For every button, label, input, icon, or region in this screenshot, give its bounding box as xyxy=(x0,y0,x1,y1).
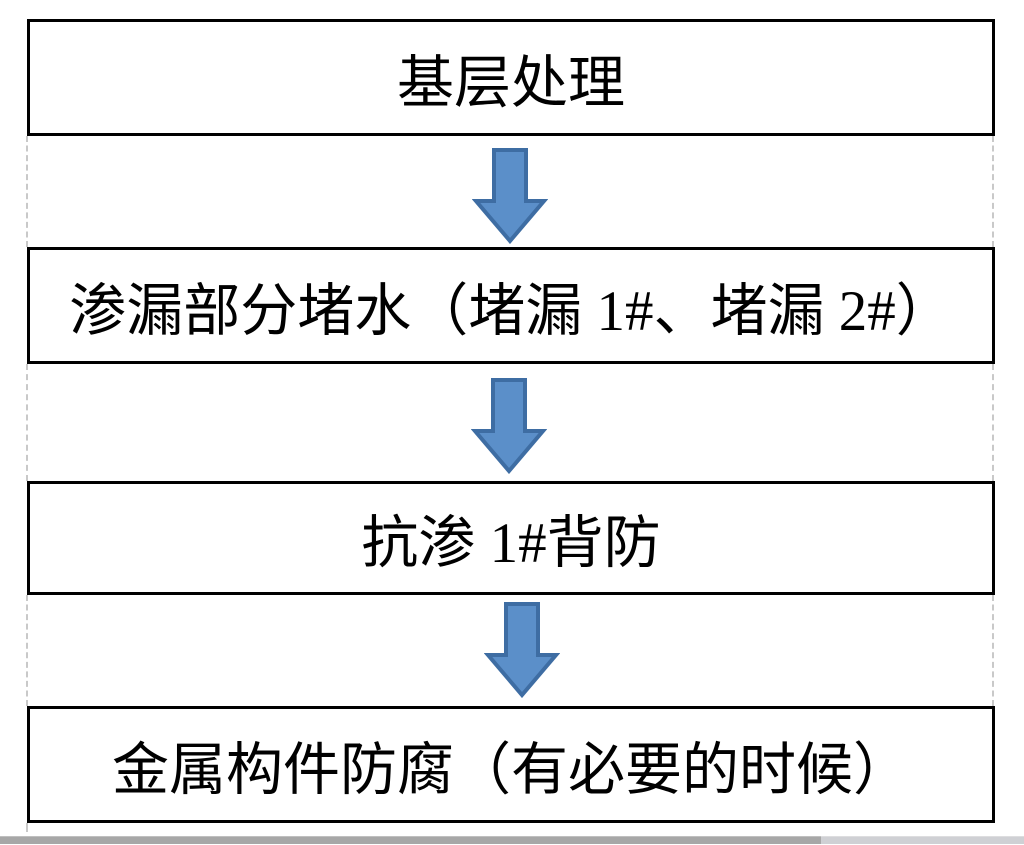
dashed-guide-left-3 xyxy=(26,595,28,706)
dashed-guide-left-4 xyxy=(26,823,28,832)
dashed-guide-left-2 xyxy=(26,364,28,481)
flow-step-1-label: 基层处理 xyxy=(397,51,625,115)
dashed-guide-right-1 xyxy=(992,136,994,247)
flow-step-2-label: 渗漏部分堵水（堵漏 1#、堵漏 2#） xyxy=(69,279,953,343)
down-arrow-icon xyxy=(471,378,547,474)
down-arrow-shape xyxy=(471,378,547,474)
scrollbar-track[interactable] xyxy=(821,836,1024,844)
flow-step-3-label: 抗渗 1#背防 xyxy=(361,512,661,575)
flow-step-4-label: 金属构件防腐（有必要的时候） xyxy=(112,738,910,802)
flow-step-4: 金属构件防腐（有必要的时候） xyxy=(27,706,995,823)
dashed-guide-left-1 xyxy=(26,136,28,247)
down-arrow-icon xyxy=(472,148,548,244)
scrollbar-thumb[interactable] xyxy=(0,836,821,844)
flow-step-2: 渗漏部分堵水（堵漏 1#、堵漏 2#） xyxy=(27,247,995,364)
flow-step-1: 基层处理 xyxy=(27,19,995,136)
dashed-guide-right-2 xyxy=(992,364,994,481)
dashed-guide-right-3 xyxy=(992,595,994,706)
down-arrow-shape xyxy=(472,148,548,244)
down-arrow-shape xyxy=(484,602,560,698)
flow-step-3: 抗渗 1#背防 xyxy=(27,481,995,595)
down-arrow-icon xyxy=(484,602,560,698)
horizontal-scrollbar[interactable] xyxy=(0,836,1024,844)
